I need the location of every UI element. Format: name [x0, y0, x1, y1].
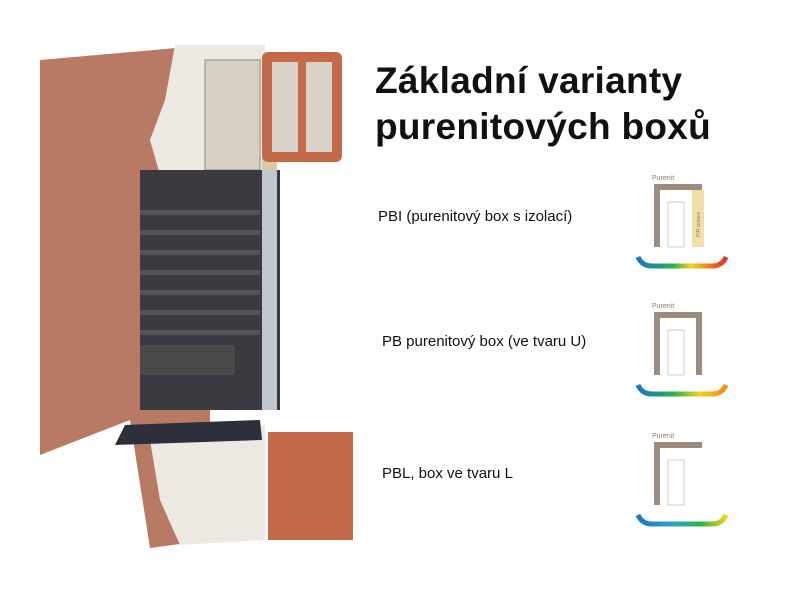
svg-text:PIR izolace: PIR izolace: [696, 211, 702, 237]
thumbnail-pbi: Purenit PIR izolace: [635, 175, 729, 269]
variant-label-pb: PB purenitový box (ve tvaru U): [382, 333, 587, 350]
shutter-slats: [140, 210, 260, 335]
thumbnail-pb: Purenit: [635, 303, 729, 397]
window-glass: [262, 170, 277, 410]
window-cross-section-illustration: [40, 45, 353, 548]
variant-label-pbi: PBI (purenitový box s izolací): [378, 208, 573, 225]
title-line-1: Základní varianty: [375, 60, 683, 101]
svg-text:Purenit: Purenit: [652, 175, 674, 182]
plaster-layer-bottom: [150, 425, 265, 545]
brick-wall-bottom: [268, 432, 353, 540]
thumbnail-pbl: Purenit: [635, 433, 729, 527]
svg-text:Purenit: Purenit: [652, 433, 674, 440]
rolled-shutter: [140, 345, 235, 375]
page-title: Základní varianty purenitových boxů: [375, 58, 711, 150]
title-line-2: purenitových boxů: [375, 106, 712, 147]
shutter-box: [204, 59, 261, 171]
variant-label-pbl: PBL, box ve tvaru L: [382, 465, 513, 482]
svg-text:Purenit: Purenit: [652, 303, 674, 310]
window-sill: [115, 420, 262, 445]
